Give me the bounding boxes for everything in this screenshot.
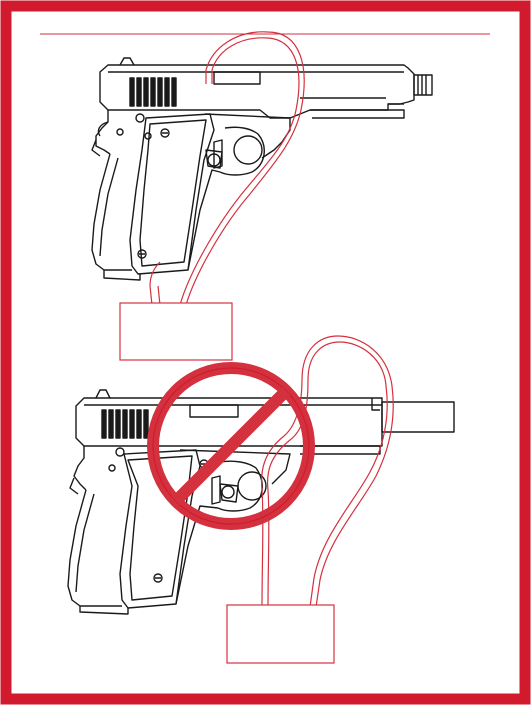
pistol-2 — [67, 389, 455, 615]
padlock-icon-2 — [226, 604, 335, 664]
padlock-icon-1 — [119, 302, 233, 361]
panel-incorrect — [67, 335, 455, 664]
serrations-1 — [129, 77, 177, 107]
lock-cable-2 — [260, 335, 394, 608]
serrations-2 — [101, 409, 149, 439]
no-sign-icon — [147, 362, 315, 530]
pistol-1 — [91, 57, 433, 281]
lock-cable-1 — [149, 31, 305, 306]
panel-correct — [91, 31, 433, 361]
